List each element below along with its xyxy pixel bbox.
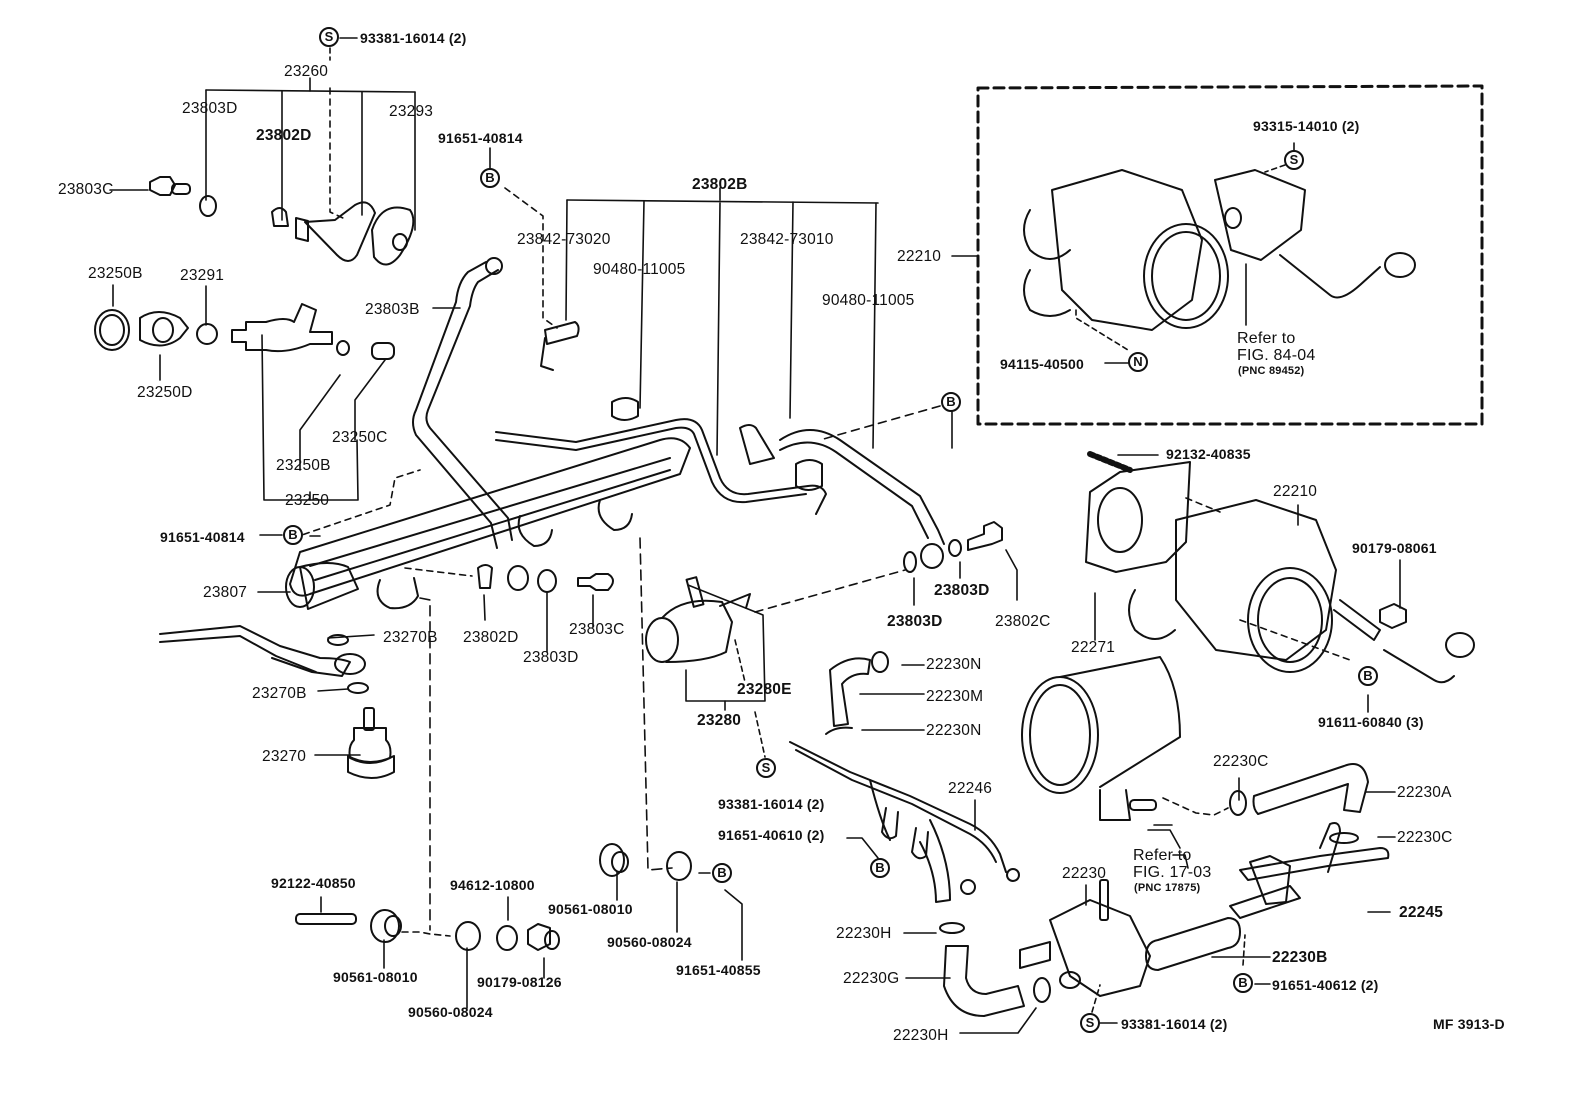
b-symbol-icon: B — [1358, 666, 1378, 686]
part-label: 23802B — [692, 176, 748, 193]
reference-note: Refer to — [1237, 330, 1296, 347]
part-label: 90560-08024 — [408, 1004, 493, 1020]
part-label: 92132-40835 — [1166, 446, 1251, 462]
s-symbol-icon: S — [1284, 150, 1304, 170]
part-label: 22210 — [897, 248, 942, 265]
part-label: 23260 — [284, 63, 329, 80]
part-label: 91651-40612 (2) — [1272, 977, 1379, 993]
part-label: 90179-08061 — [1352, 540, 1437, 556]
part-label: 23291 — [180, 267, 225, 284]
part-label: 91651-40814 — [438, 130, 523, 146]
part-label: 23270 — [262, 748, 307, 765]
part-label: 22246 — [948, 780, 993, 797]
b-symbol-icon: B — [283, 525, 303, 545]
part-label: 90560-08024 — [607, 934, 692, 950]
figure-code: MF 3913-D — [1433, 1016, 1505, 1032]
part-label: 23842-73010 — [740, 231, 834, 248]
part-label: 91651-40814 — [160, 529, 245, 545]
n-symbol-icon: N — [1128, 352, 1148, 372]
part-label: 93315-14010 (2) — [1253, 118, 1360, 134]
part-label: 23280E — [737, 681, 792, 698]
part-label: 22230G — [843, 970, 900, 987]
part-label: 23842-73020 — [517, 231, 611, 248]
part-label: 22230M — [926, 688, 984, 705]
part-label: 23803D — [182, 100, 238, 117]
part-label: 91651-40855 — [676, 962, 761, 978]
part-label: 23802D — [463, 629, 519, 646]
s-symbol-icon: S — [319, 27, 339, 47]
part-label: 23803D — [934, 582, 990, 599]
b-symbol-icon: B — [480, 168, 500, 188]
part-label: 23293 — [389, 103, 434, 120]
part-label: 22230 — [1062, 865, 1107, 882]
part-label: 23250D — [137, 384, 193, 401]
reference-note: FIG. 84-04 — [1237, 347, 1316, 364]
part-label: 23802C — [995, 613, 1051, 630]
part-label: 23803C — [58, 181, 114, 198]
part-label: 22230C — [1397, 829, 1453, 846]
b-symbol-icon: B — [870, 858, 890, 878]
part-label: 23807 — [203, 584, 248, 601]
inset-box — [976, 84, 1484, 426]
b-symbol-icon: B — [712, 863, 732, 883]
part-label: 94115-40500 — [1000, 356, 1084, 372]
part-label: 22230N — [926, 722, 982, 739]
part-label: 23270B — [383, 629, 438, 646]
b-symbol-icon: B — [1233, 973, 1253, 993]
part-label: 22230H — [893, 1027, 949, 1044]
part-label: 90480-11005 — [593, 261, 686, 278]
b-symbol-icon: B — [941, 392, 961, 412]
part-label: 23803D — [887, 613, 943, 630]
part-label: 22230H — [836, 925, 892, 942]
part-label: 22230C — [1213, 753, 1269, 770]
reference-note: Refer to — [1133, 847, 1192, 864]
part-label: 91611-60840 (3) — [1318, 714, 1424, 730]
part-label: 22230N — [926, 656, 982, 673]
part-label: 22271 — [1071, 639, 1116, 656]
part-label: 23250B — [88, 265, 143, 282]
part-label: 23802D — [256, 127, 312, 144]
part-label: 22230B — [1272, 949, 1328, 966]
part-label: 93381-16014 (2) — [718, 796, 825, 812]
reference-note: FIG. 17-03 — [1133, 864, 1212, 881]
part-label: 23803C — [569, 621, 625, 638]
reference-note: (PNC 17875) — [1134, 882, 1201, 894]
part-label: 22210 — [1273, 483, 1318, 500]
part-label: 93381-16014 (2) — [360, 30, 467, 46]
part-label: 91651-40610 (2) — [718, 827, 825, 843]
part-label: 23803D — [523, 649, 579, 666]
part-label: 23250 — [285, 492, 330, 509]
part-label: 90561-08010 — [333, 969, 418, 985]
part-label: 23803B — [365, 301, 420, 318]
s-symbol-icon: S — [1080, 1013, 1100, 1033]
part-label: 22245 — [1399, 904, 1444, 921]
part-label: 22230A — [1397, 784, 1452, 801]
part-label: 94612-10800 — [450, 877, 535, 893]
s-symbol-icon: S — [756, 758, 776, 778]
part-label: 90179-08126 — [477, 974, 562, 990]
part-label: 90480-11005 — [822, 292, 915, 309]
part-label: 93381-16014 (2) — [1121, 1016, 1228, 1032]
reference-note: (PNC 89452) — [1238, 365, 1305, 377]
part-label: 23250C — [332, 429, 388, 446]
leader-lines — [109, 37, 1401, 1034]
part-label: 90561-08010 — [548, 901, 633, 917]
part-label: 23270B — [252, 685, 307, 702]
part-label: 23280 — [697, 712, 742, 729]
part-label: 23250B — [276, 457, 331, 474]
part-label: 92122-40850 — [271, 875, 356, 891]
part-shapes — [94, 169, 1475, 1017]
